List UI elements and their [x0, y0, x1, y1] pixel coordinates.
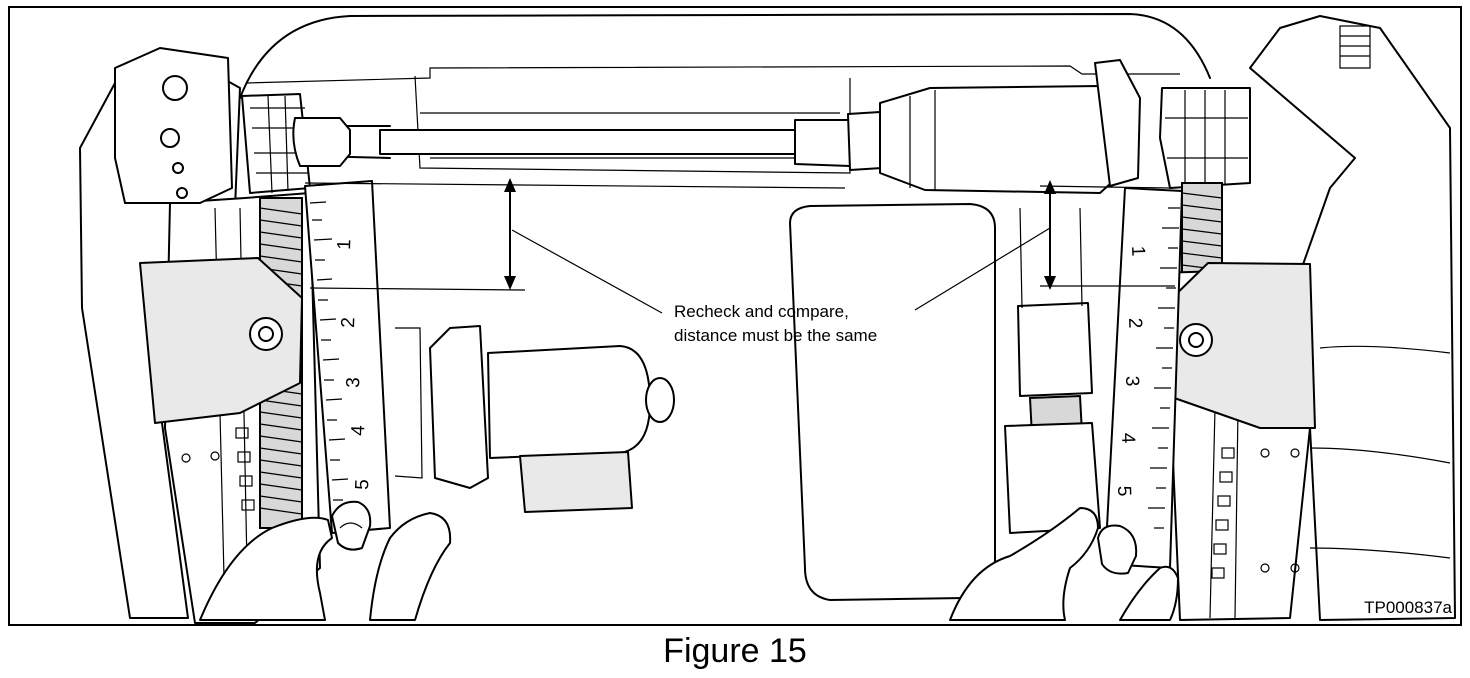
right-ruler-mark-3: 3	[1121, 375, 1142, 386]
rail-holes	[181, 427, 1300, 579]
left-ruler-mark-4: 4	[348, 424, 369, 436]
right-reference-line-top	[1039, 185, 1171, 189]
right-ruler: 1 2 3 4 5	[1104, 187, 1183, 569]
left-top-bracket	[114, 47, 233, 204]
left-measurement	[304, 178, 846, 291]
center-bracket	[789, 203, 996, 601]
right-hand	[949, 507, 1179, 621]
left-ruler-mark-3: 3	[343, 377, 364, 388]
right-lower-mechanism	[1004, 207, 1101, 534]
figure-caption: Figure 15	[663, 632, 807, 670]
left-hinge-plate	[139, 257, 303, 424]
callout-text: Recheck and compare, distance must be th…	[674, 300, 877, 348]
left-reference-line-bottom	[309, 287, 526, 291]
right-ruler-mark-2: 2	[1124, 317, 1145, 328]
right-hinge-plate	[1159, 262, 1316, 429]
left-lower-motor	[394, 325, 675, 513]
callout-line-1: Recheck and compare,	[674, 302, 849, 321]
figure-frame: 1 2 3 4 5 1 2 3 4 5	[8, 6, 1462, 626]
right-ruler-mark-1: 1	[1127, 245, 1148, 256]
right-motor	[879, 59, 1141, 194]
right-ruler-mark-4: 4	[1117, 432, 1138, 444]
right-leader-line	[914, 227, 1051, 311]
callout-leaders	[511, 227, 1051, 314]
left-ruler-mark-1: 1	[334, 239, 355, 250]
left-hand	[199, 500, 452, 621]
seat-cushion-outline	[239, 13, 1211, 99]
right-connector	[1159, 87, 1251, 189]
callout-line-2: distance must be the same	[674, 326, 878, 345]
seat-track-illustration: 1 2 3 4 5 1 2 3 4 5	[79, 13, 1456, 624]
right-measurement	[1039, 180, 1175, 290]
left-reference-line-top	[304, 182, 846, 189]
drive-cable	[292, 111, 883, 171]
figure-id-label: TP000837a	[1364, 598, 1452, 617]
left-ruler-mark-2: 2	[338, 317, 359, 328]
left-ruler-mark-5: 5	[352, 479, 373, 490]
left-ruler: 1 2 3 4 5	[304, 180, 391, 534]
right-outer-trim	[1249, 15, 1456, 621]
left-leader-line	[511, 229, 663, 314]
right-ruler-mark-5: 5	[1113, 485, 1134, 496]
